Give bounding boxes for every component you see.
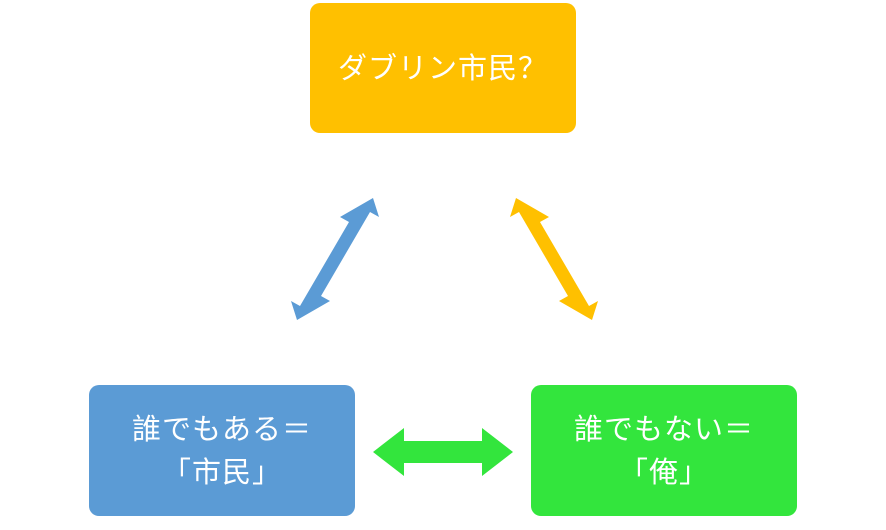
double-arrow-left-right (373, 428, 513, 476)
node-no-one-line2: 「俺」 (618, 454, 709, 489)
node-dublin-citizen: ダブリン市民？ (310, 3, 576, 133)
node-dublin-citizen-label: ダブリン市民？ (337, 50, 548, 85)
node-no-one-line1: 誰でもない＝ (573, 412, 754, 447)
node-everyone-line2: 「市民」 (161, 454, 282, 489)
node-everyone-line1: 誰でもある＝ (131, 412, 312, 447)
node-no-one-me: 誰でもない＝ 「俺」 (531, 385, 797, 516)
node-everyone-citizen: 誰でもある＝ 「市民」 (89, 385, 355, 516)
double-arrow-left-top (291, 198, 379, 320)
double-arrow-top-right (510, 198, 598, 320)
